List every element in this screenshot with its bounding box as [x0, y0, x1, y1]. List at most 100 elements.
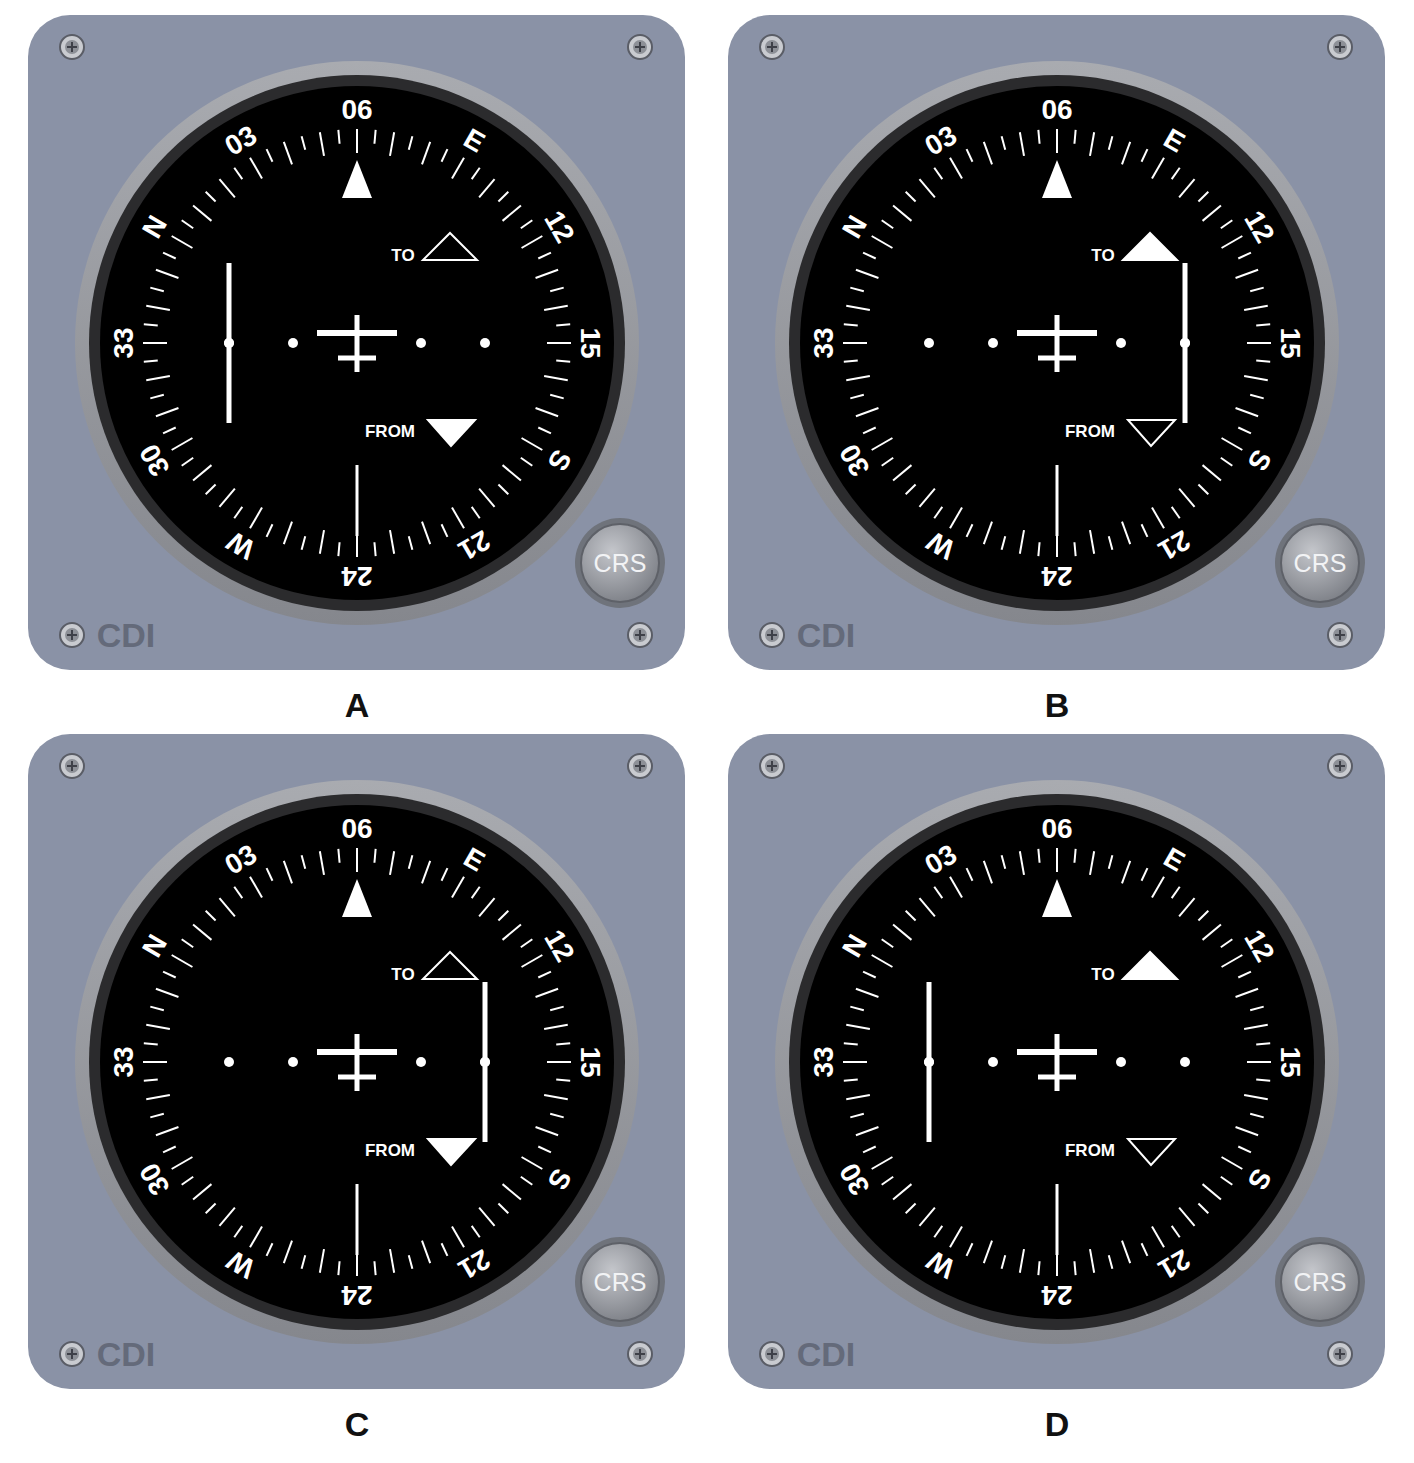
bezel: [75, 780, 639, 1344]
tick: [1256, 324, 1270, 325]
tick: [498, 192, 508, 202]
to-flag: [1123, 233, 1177, 260]
tick: [498, 484, 508, 494]
tick: [882, 458, 893, 466]
reciprocal-index: [356, 1184, 359, 1255]
tick: [267, 868, 273, 881]
tick: [250, 508, 262, 529]
tick: [1221, 220, 1232, 228]
panel-plate: [728, 734, 1385, 1389]
tick: [338, 130, 339, 144]
compass-label: 15: [1276, 327, 1304, 358]
deviation-dot: [480, 1057, 490, 1067]
tick: [356, 848, 358, 872]
compass-label: 33: [110, 1046, 138, 1077]
tick: [538, 253, 551, 259]
screw: [1328, 754, 1352, 778]
instrument-label: CDI: [97, 618, 156, 652]
from-label: FROM: [1065, 1142, 1115, 1159]
compass-label: 03: [220, 121, 261, 161]
tick: [950, 1227, 962, 1248]
tick: [856, 1127, 879, 1135]
screw: [628, 754, 652, 778]
screw: [628, 1342, 652, 1366]
tick: [1152, 158, 1164, 179]
tick: [302, 136, 306, 150]
tick: [1038, 1261, 1039, 1275]
tick: [1142, 524, 1148, 537]
tick: [522, 955, 543, 967]
tick: [452, 877, 464, 898]
tick: [1244, 1025, 1268, 1029]
tick: [1122, 1241, 1130, 1264]
tick: [1074, 130, 1075, 144]
tick: [967, 1243, 973, 1256]
tick: [182, 1177, 193, 1185]
compass-label: 03: [920, 840, 961, 880]
tick: [856, 989, 879, 997]
tick: [521, 220, 532, 228]
tick: [1256, 1079, 1270, 1080]
tick: [234, 887, 242, 898]
tick: [906, 484, 916, 494]
tick: [934, 168, 942, 179]
screw: [1328, 1342, 1352, 1366]
compass-label: 24: [341, 562, 372, 590]
tick: [390, 530, 394, 554]
tick: [872, 236, 893, 248]
panel-plate: [28, 15, 685, 670]
deviation-dot: [224, 1057, 234, 1067]
tick: [1250, 288, 1264, 292]
tick: [1238, 428, 1251, 434]
tick: [544, 1025, 568, 1029]
airplane-symbol: [317, 1034, 397, 1091]
tick: [150, 1114, 164, 1118]
tick: [843, 342, 867, 344]
tick: [144, 1079, 158, 1080]
compass-label: 06: [1041, 96, 1072, 124]
tick: [144, 1043, 158, 1044]
compass-label: W: [922, 526, 959, 563]
tick: [538, 972, 551, 978]
tick: [356, 129, 358, 153]
tick: [284, 861, 292, 884]
tick: [1109, 136, 1113, 150]
tick: [206, 192, 216, 202]
tick: [150, 395, 164, 399]
compass-label: 21: [1153, 525, 1194, 565]
deviation-dot: [224, 338, 234, 348]
compass-label: 15: [576, 327, 604, 358]
dial-face: [800, 805, 1314, 1319]
tick: [472, 168, 480, 179]
screw: [60, 1342, 84, 1366]
panel-plate: [728, 15, 1385, 670]
tick: [919, 179, 934, 197]
tick: [1152, 1227, 1164, 1248]
tick: [1038, 849, 1039, 863]
tick: [1056, 1252, 1058, 1276]
tick: [1222, 236, 1243, 248]
tick: [182, 220, 193, 228]
tick: [374, 542, 375, 556]
tick: [536, 270, 559, 278]
tick: [544, 306, 568, 310]
tick: [1222, 438, 1243, 450]
tick: [950, 877, 962, 898]
tick: [844, 1043, 858, 1044]
tick: [1179, 1208, 1194, 1226]
tick: [193, 205, 211, 220]
tick: [872, 1157, 893, 1169]
tick: [219, 179, 234, 197]
tick: [320, 851, 324, 875]
compass-label: 33: [810, 1046, 838, 1077]
tick: [1038, 130, 1039, 144]
tick: [1247, 1061, 1271, 1063]
compass-label: 30: [835, 1158, 875, 1199]
tick: [844, 324, 858, 325]
tick: [206, 1203, 216, 1213]
tick: [1238, 1147, 1251, 1153]
tick: [1090, 851, 1094, 875]
tick: [1256, 360, 1270, 361]
tick: [479, 1208, 494, 1226]
compass-label: 33: [810, 327, 838, 358]
